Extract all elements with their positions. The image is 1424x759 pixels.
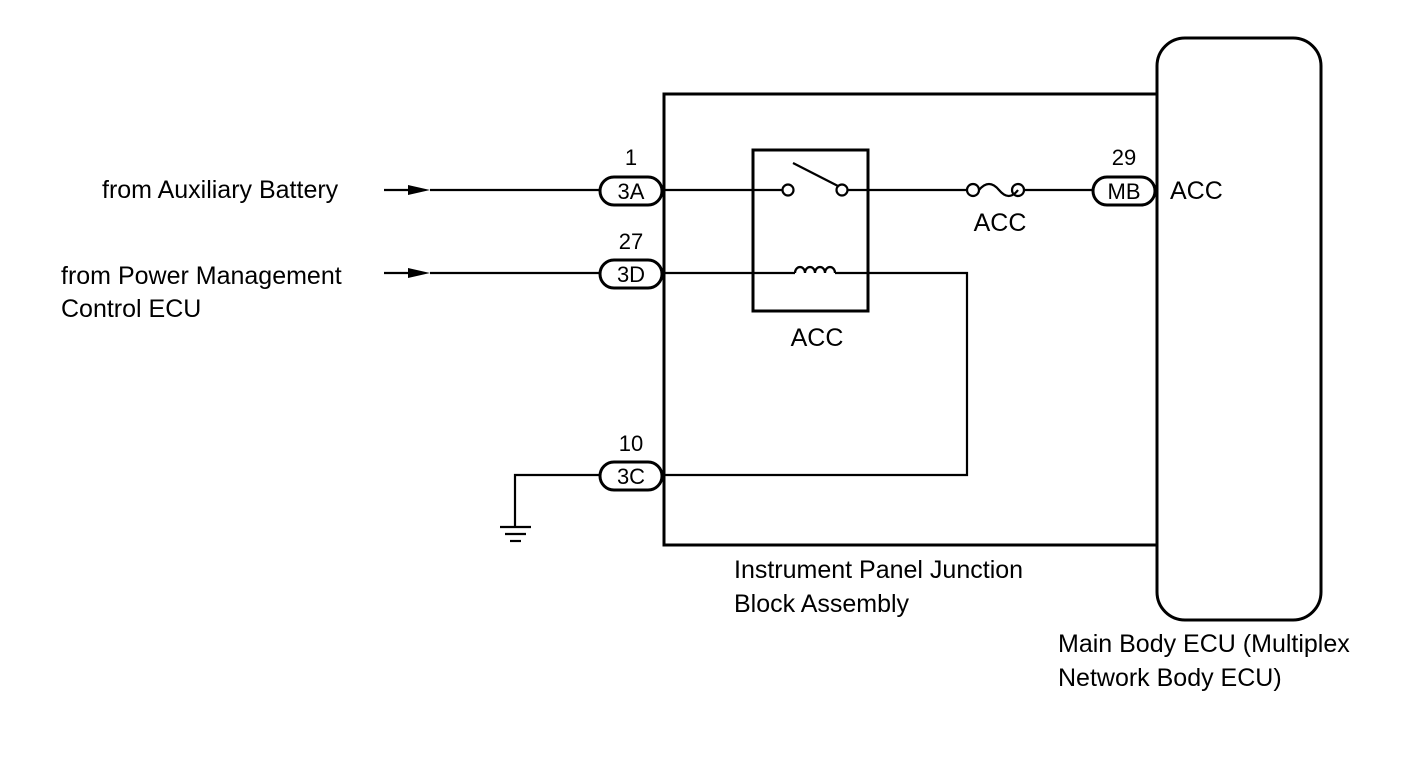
connector-mb [1091, 175, 1157, 207]
relay-box [751, 148, 870, 313]
arrow-right-icon [384, 268, 430, 278]
connector-3d-pin: 27 [619, 229, 643, 254]
connector-3c-pin: 10 [619, 431, 643, 456]
fuse-icon [965, 182, 1026, 198]
relay-coil-icon [793, 265, 837, 274]
main-body-ecu-box [1155, 36, 1323, 622]
main-body-ecu-label-line1: Main Body ECU (Multiplex [1058, 630, 1350, 658]
connector-mb-pin: 29 [1112, 145, 1136, 170]
wire-3c-to-ground [513, 473, 600, 527]
source-aux-battery-label: from Auxiliary Battery [102, 176, 339, 204]
connector-3a-code: 3A [618, 179, 645, 204]
arrow-right-icon [384, 185, 430, 195]
connector-3c-code: 3C [617, 464, 645, 489]
source-power-mgmt-line1: from Power Management [61, 262, 342, 290]
wire-coil-to-ground [662, 271, 969, 477]
relay-label: ACC [791, 324, 844, 352]
source-power-mgmt-line2: Control ECU [61, 295, 201, 323]
connector-mb-code: MB [1108, 179, 1141, 204]
connector-3d-code: 3D [617, 262, 645, 287]
fuse-label: ACC [974, 209, 1027, 237]
connector-3a-pin: 1 [625, 145, 637, 170]
ecu-terminal-label: ACC [1170, 177, 1223, 205]
relay-switch-icon [781, 162, 849, 197]
junction-block-label-line2: Block Assembly [734, 590, 910, 618]
ground-icon [500, 525, 531, 543]
junction-block-outline [662, 92, 1157, 547]
main-body-ecu-label-line2: Network Body ECU) [1058, 664, 1282, 692]
junction-block-label-line1: Instrument Panel Junction [734, 556, 1023, 584]
